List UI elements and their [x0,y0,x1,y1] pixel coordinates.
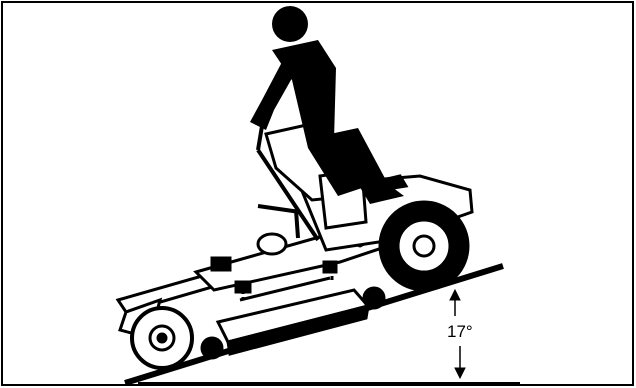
zero-turn-mower-icon [118,122,472,368]
slope-angle-label: 17° [447,322,473,342]
